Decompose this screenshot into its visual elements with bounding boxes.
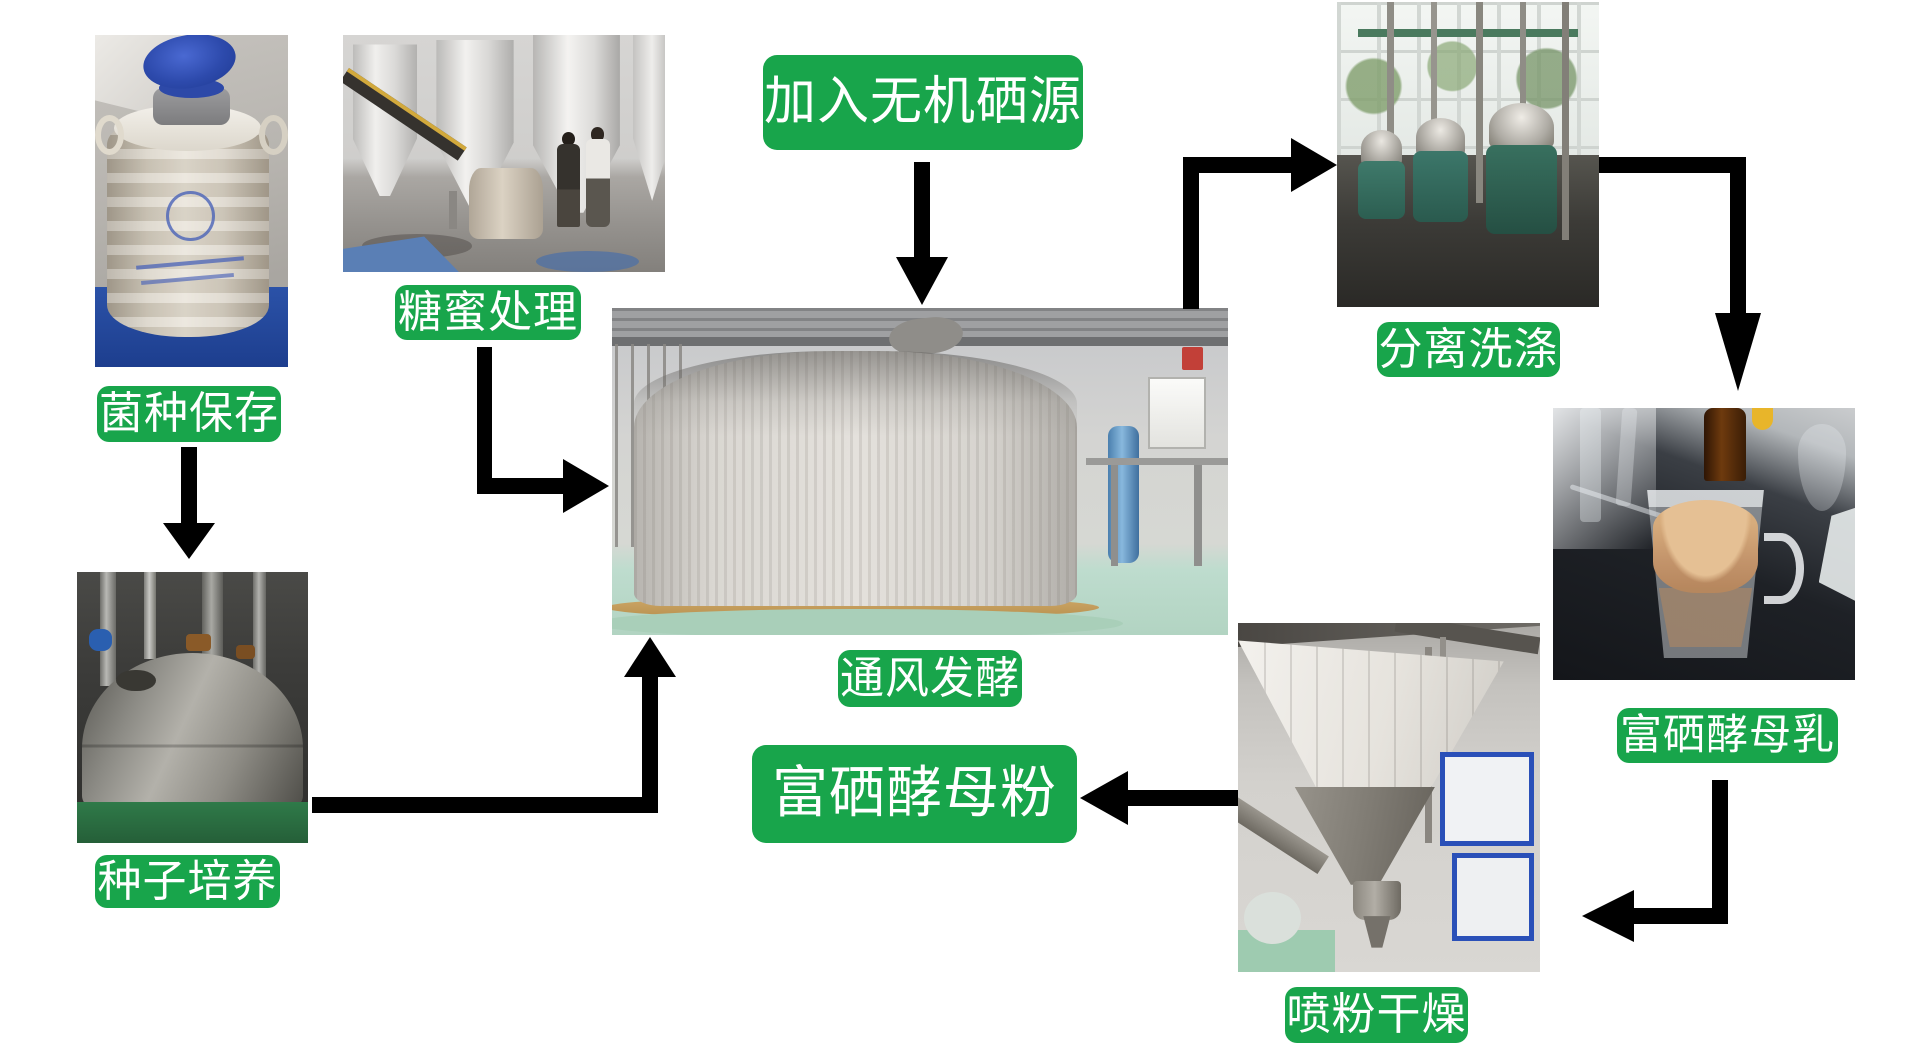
arrow-separation-to-milk-horizontal <box>1599 157 1746 173</box>
separation-equipment-photo <box>1337 2 1599 307</box>
pipe <box>1386 2 1394 192</box>
worker-body <box>557 144 580 227</box>
fermentation-label: 通风发酵 <box>838 650 1022 707</box>
handle-right-icon <box>259 114 288 155</box>
arrow-seed-to-ferment-horizontal <box>312 797 658 813</box>
separator-dome <box>1488 102 1555 152</box>
seed-culture-label: 种子培养 <box>95 855 280 908</box>
arrow-milk-to-spray-vertical <box>1712 780 1728 924</box>
separator-body <box>1412 151 1468 222</box>
separator-dome <box>1415 117 1466 158</box>
amber-bottle <box>1704 408 1747 482</box>
arrow-seed-to-ferment-vertical <box>642 677 658 813</box>
blue-valve-icon <box>88 628 112 651</box>
copper-fitting <box>185 634 211 651</box>
separation-washing-label: 分离洗涤 <box>1377 322 1560 377</box>
white-machine-blob <box>1244 891 1302 945</box>
pipe <box>252 572 267 689</box>
yeast-milk-liquid <box>1652 500 1759 593</box>
worker-body <box>586 139 611 227</box>
arrow-seed-to-ferment-head <box>624 637 676 677</box>
worker-head <box>590 127 605 142</box>
handle-left-icon <box>95 114 124 155</box>
blue-frame-cabinet <box>1440 752 1534 847</box>
green-floor <box>77 802 308 843</box>
arrow-strain-to-seed-head <box>163 523 215 559</box>
pipe <box>1562 2 1570 240</box>
arrow-spray-to-powder-head <box>1080 771 1128 825</box>
arrow-selenium-head <box>896 257 948 305</box>
platform-leg <box>1110 464 1119 567</box>
fermentation-tank-photo <box>612 308 1228 635</box>
yellow-funnel <box>1752 408 1774 430</box>
copper-fitting <box>236 645 255 659</box>
yeast-milk-label: 富硒酵母乳 <box>1617 708 1838 763</box>
dryer-outlet <box>1352 881 1402 920</box>
arrow-molasses-head <box>563 459 609 513</box>
glass-cylinder <box>1580 408 1602 523</box>
brand-logo-ring <box>166 191 215 241</box>
overhead-green-pipe <box>1357 29 1579 38</box>
arrow-strain-to-seed-shaft <box>181 447 197 525</box>
arrow-molasses-vertical <box>477 347 492 494</box>
spray-drying-label: 喷粉干燥 <box>1285 987 1468 1043</box>
arrow-separation-to-milk-vertical <box>1730 157 1746 313</box>
seed-culture-tank-photo <box>77 572 308 843</box>
floor-blue-patch <box>536 250 640 272</box>
platform <box>1086 458 1228 465</box>
pipe <box>1475 2 1483 204</box>
platform-leg <box>1194 464 1202 567</box>
arrow-ferment-to-separation-horizontal <box>1183 157 1291 173</box>
pipe <box>143 572 156 659</box>
arrow-ferment-to-separation-vertical <box>1183 157 1199 309</box>
tank-dome-shade <box>633 350 1078 436</box>
arrow-separation-to-milk-head <box>1715 313 1761 391</box>
spray-dryer-photo <box>1238 623 1540 972</box>
pipe <box>1431 2 1438 179</box>
separator-body <box>1486 145 1558 234</box>
arrow-ferment-to-separation-head <box>1291 138 1337 192</box>
separator-body <box>1357 160 1406 219</box>
molasses-treatment-photo <box>343 35 665 272</box>
arrow-selenium-shaft <box>914 162 930 257</box>
pipe <box>100 572 117 686</box>
worker-head <box>561 132 576 147</box>
strain-preservation-photo <box>95 35 288 367</box>
control-cabinet <box>1147 376 1207 449</box>
light-corner <box>1553 408 1656 550</box>
yeast-milk-liquid-lower <box>1658 587 1753 648</box>
red-safety-sign <box>1181 347 1204 371</box>
selenium-source-label: 加入无机硒源 <box>763 55 1083 150</box>
arrow-molasses-horizontal <box>477 478 563 494</box>
arrow-milk-to-spray-horizontal <box>1634 908 1728 924</box>
arrow-milk-to-spray-head <box>1582 890 1634 942</box>
manhole <box>116 669 156 692</box>
yeast-milk-cup-photo <box>1553 408 1855 680</box>
yeast-powder-label: 富硒酵母粉 <box>752 745 1077 843</box>
blue-frame-cabinet <box>1452 853 1534 941</box>
cup-handle <box>1764 533 1804 604</box>
strain-preservation-label: 菌种保存 <box>97 386 281 442</box>
tank-base-apron <box>612 608 1124 635</box>
windows-with-trees <box>1337 2 1599 155</box>
silo-leg <box>449 191 457 230</box>
arrow-spray-to-powder-shaft <box>1128 790 1238 806</box>
concrete-tank <box>468 167 543 239</box>
separator-dome <box>1360 130 1403 167</box>
molasses-treatment-label: 糖蜜处理 <box>395 285 581 340</box>
